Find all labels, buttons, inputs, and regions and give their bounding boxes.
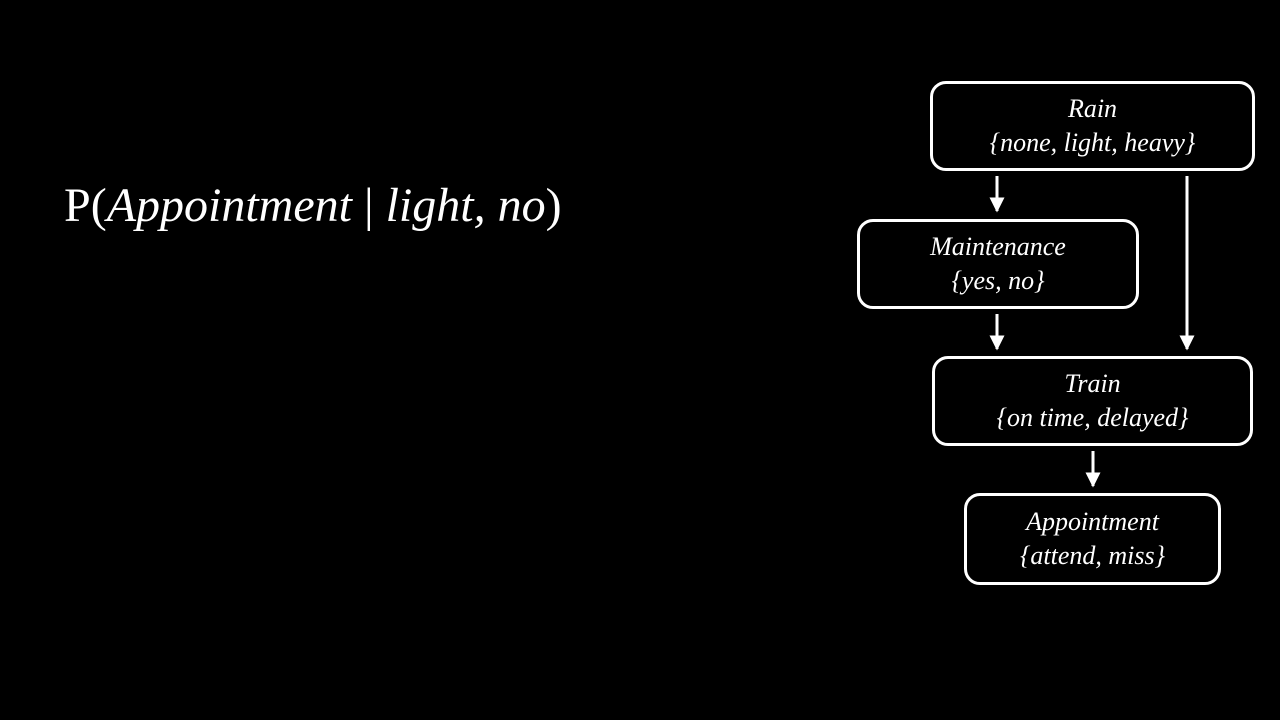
query-suffix: ) <box>545 179 562 232</box>
node-maintenance-name: Maintenance <box>930 232 1066 261</box>
node-appointment: Appointment {attend, miss} <box>964 493 1221 585</box>
node-train-name: Train <box>1064 369 1121 398</box>
query-evidence: light, no <box>385 179 546 232</box>
node-maintenance-values: {yes, no} <box>951 266 1045 295</box>
node-rain-values: {none, light, heavy} <box>989 128 1196 157</box>
query-separator: | <box>351 179 386 232</box>
node-rain-name: Rain <box>1067 94 1118 123</box>
node-train: Train {on time, delayed} <box>932 356 1253 446</box>
node-appointment-name: Appointment <box>1026 507 1159 536</box>
node-appointment-values: {attend, miss} <box>1019 541 1166 570</box>
probability-query: P(Appointment | light, no) <box>64 176 562 236</box>
node-train-values: {on time, delayed} <box>996 403 1189 432</box>
query-prefix: P( <box>64 179 107 232</box>
node-maintenance: Maintenance {yes, no} <box>857 219 1139 309</box>
node-rain: Rain {none, light, heavy} <box>930 81 1255 171</box>
query-variable: Appointment <box>106 179 352 232</box>
